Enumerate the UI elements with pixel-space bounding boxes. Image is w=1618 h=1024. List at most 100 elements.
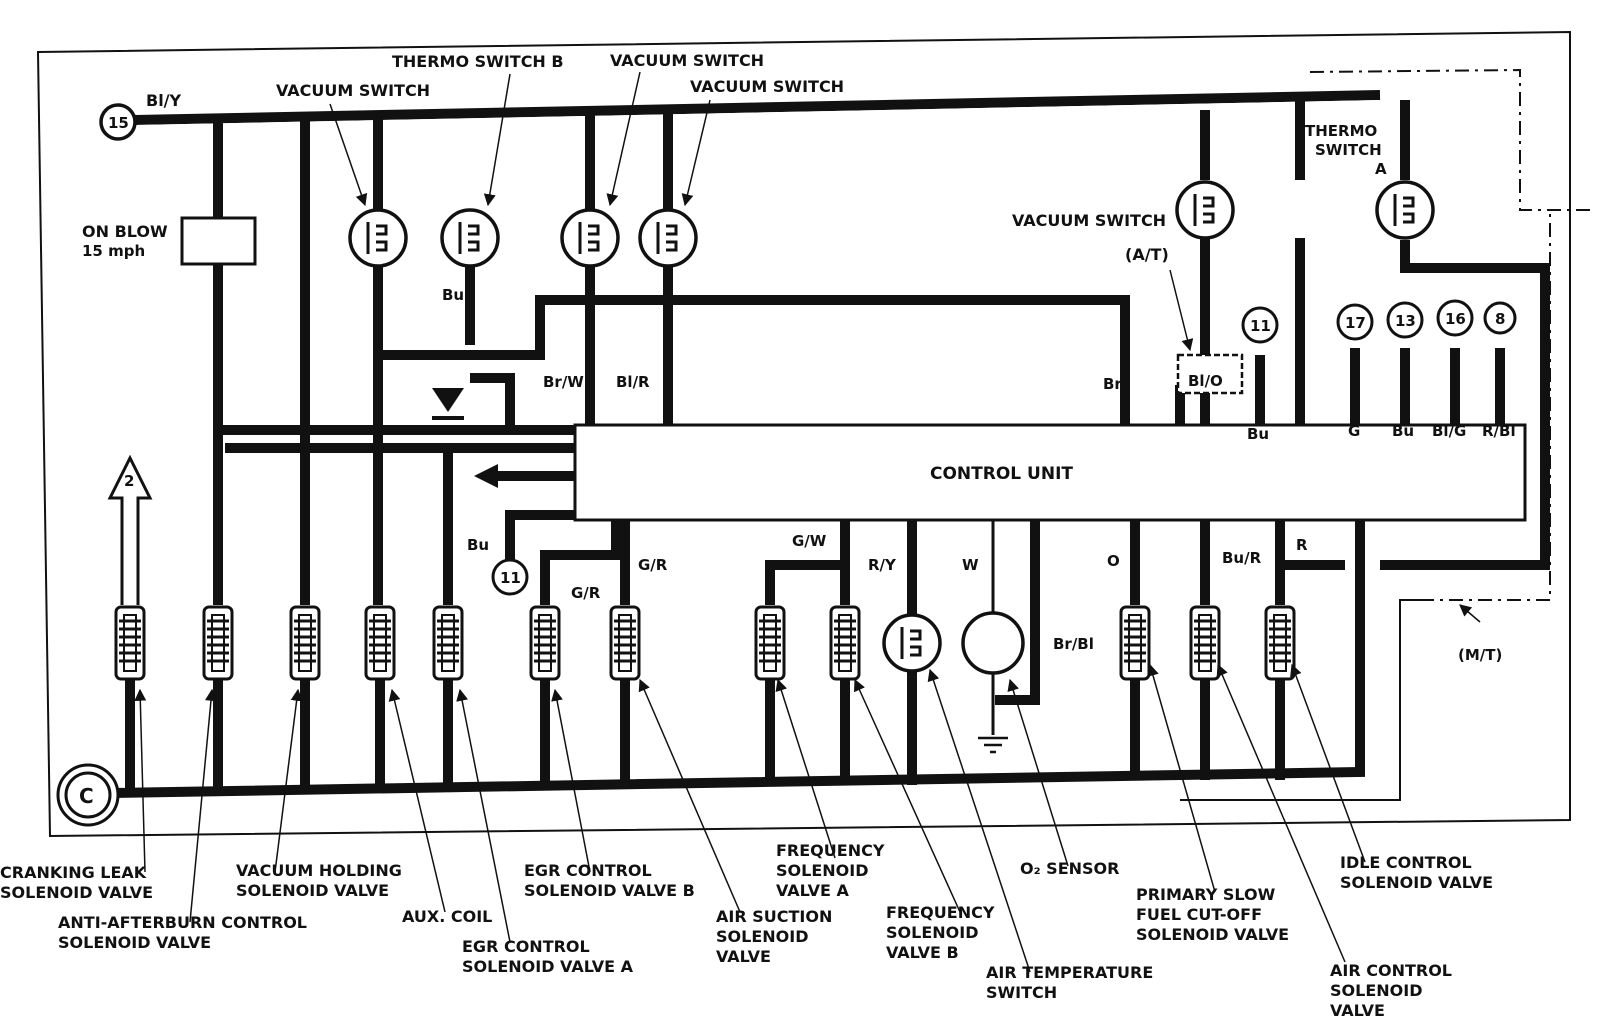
egr-a-coil (432, 605, 464, 681)
frequency-b-coil (829, 605, 861, 681)
vacuum-switch-3 (638, 208, 698, 268)
o2-ground (961, 520, 1025, 754)
svg-text:16: 16 (1445, 310, 1466, 328)
air-suction-label-3: VALVE (716, 947, 771, 966)
vacuum-switch-2-label: VACUUM SWITCH (610, 51, 764, 70)
air-suction-coil (609, 605, 641, 681)
wire-label-g: G (1348, 422, 1360, 440)
cranking-label-2: SOLENOID VALVE (0, 883, 153, 902)
wire-label-br: Br (1103, 375, 1122, 393)
air-temp-label-2: SWITCH (986, 983, 1057, 1002)
cranking-leak-coil (114, 605, 146, 681)
air-control-label-3: VALVE (1330, 1001, 1385, 1020)
primary-slow-label-2: FUEL CUT-OFF (1136, 905, 1262, 924)
wire-label-mt: (M/T) (1458, 646, 1502, 664)
aux-coil (364, 605, 396, 681)
terminal-13: 13 (1386, 301, 1424, 339)
svg-text:C: C (79, 784, 94, 808)
wire-label-w: W (962, 556, 979, 574)
vacuum-switch-3-label: VACUUM SWITCH (690, 77, 844, 96)
wire-label-ry: R/Y (868, 556, 897, 574)
air-suction-label-1: AIR SUCTION (716, 907, 832, 926)
idle-control-label-2: SOLENOID VALVE (1340, 873, 1493, 892)
svg-text:15: 15 (108, 114, 129, 132)
primary-slow-coil (1119, 605, 1151, 681)
thermo-switch-b (440, 208, 500, 268)
anti-afterburn-coil (202, 605, 234, 681)
frequency-b-label-2: SOLENOID (886, 923, 978, 942)
control-unit-label: CONTROL UNIT (930, 464, 1073, 484)
air-temp-label-1: AIR TEMPERATURE (986, 963, 1153, 982)
air-temperature-switch (882, 613, 942, 673)
terminal-2-label: 2 (124, 472, 134, 490)
vacuum-switch-at-label: VACUUM SWITCH (1012, 211, 1166, 230)
at-label: (A/T) (1125, 245, 1169, 264)
thermo-a-label-3: A (1375, 160, 1387, 178)
vacuum-holding-label-2: SOLENOID VALVE (236, 881, 389, 900)
anti-afterburn-label-1: ANTI-AFTERBURN CONTROL (58, 913, 307, 932)
anti-afterburn-label-2: SOLENOID VALVE (58, 933, 211, 952)
top-bus-wire (134, 90, 1381, 127)
egr-b-label-1: EGR CONTROL (524, 861, 652, 880)
terminal-11-top: 11 (1241, 306, 1279, 344)
thermo-a-label-2: SWITCH (1315, 141, 1382, 159)
cranking-label-1: CRANKING LEAK (0, 863, 147, 882)
egr-b-coil (529, 605, 561, 681)
air-control-coil (1264, 605, 1296, 681)
blo-connector (1176, 353, 1244, 395)
svg-text:8: 8 (1495, 310, 1505, 328)
terminal-17: 17 (1336, 303, 1374, 341)
wire-label-bu-cu: Bu (1247, 425, 1269, 443)
vacuum-switch-at (1175, 180, 1235, 240)
air-suction-label-2: SOLENOID (716, 927, 808, 946)
on-blow-box (180, 216, 257, 266)
frequency-a-label-3: VALVE A (776, 881, 850, 900)
air-control-label-1: AIR CONTROL (1330, 961, 1452, 980)
control-unit: CONTROL UNIT (573, 423, 1527, 522)
drop-wires (213, 100, 1410, 605)
wire-label-brbl: Br/Bl (1053, 635, 1094, 653)
vacuum-switch-1 (348, 208, 408, 268)
bottom-leaders (134, 604, 1481, 973)
air-control-label-2: SOLENOID (1330, 981, 1422, 1000)
wire-label-bly: Bl/Y (146, 91, 182, 110)
egr-b-label-2: SOLENOID VALVE B (524, 881, 695, 900)
wire-label-brw: Br/W (543, 373, 584, 391)
wire-label-bu2: Bu (1392, 422, 1414, 440)
svg-text:17: 17 (1345, 314, 1366, 332)
wire-label-bu1: Bu (442, 286, 464, 304)
terminal-11-bottom: 11 (491, 558, 529, 596)
idle-control-coil (1189, 605, 1221, 681)
top-leaders (329, 71, 1194, 352)
wire-label-blr: Bl/R (616, 373, 650, 391)
idle-control-label-1: IDLE CONTROL (1340, 853, 1472, 872)
aux-coil-label: AUX. COIL (402, 907, 492, 926)
thermo-a-wire (1380, 240, 1550, 570)
wire-label-bu-left: Bu (467, 536, 489, 554)
frequency-b-label-3: VALVE B (886, 943, 959, 962)
wire-label-o: O (1107, 552, 1120, 570)
thermo-switch-b-label: THERMO SWITCH B (392, 52, 564, 71)
wire-label-gr1: G/R (571, 584, 601, 602)
on-blow-label-2: 15 mph (82, 242, 145, 260)
terminal-2-arrow: 2 (107, 454, 153, 605)
thermo-switch-a (1375, 180, 1435, 240)
wire-label-r: R (1296, 536, 1308, 554)
o2-sensor-label: O₂ SENSOR (1020, 859, 1119, 878)
wire-label-gw: G/W (792, 532, 827, 550)
ground-bus-wire (109, 520, 1365, 798)
frequency-a-coil (754, 605, 786, 681)
frequency-a-label-2: SOLENOID (776, 861, 868, 880)
wire-label-blo: Bl/O (1188, 372, 1223, 390)
thermo-a-label-1: THERMO (1305, 122, 1377, 140)
primary-slow-label-1: PRIMARY SLOW (1136, 885, 1276, 904)
egr-a-label-1: EGR CONTROL (462, 937, 590, 956)
diode-arrow (432, 388, 575, 488)
wire-label-blg: Bl/G (1432, 422, 1466, 440)
svg-text:11: 11 (1250, 317, 1271, 335)
vacuum-holding-coil (289, 605, 321, 681)
on-blow-label-1: ON BLOW (82, 222, 168, 241)
ground-legs (125, 672, 1285, 790)
svg-text:13: 13 (1395, 312, 1416, 330)
